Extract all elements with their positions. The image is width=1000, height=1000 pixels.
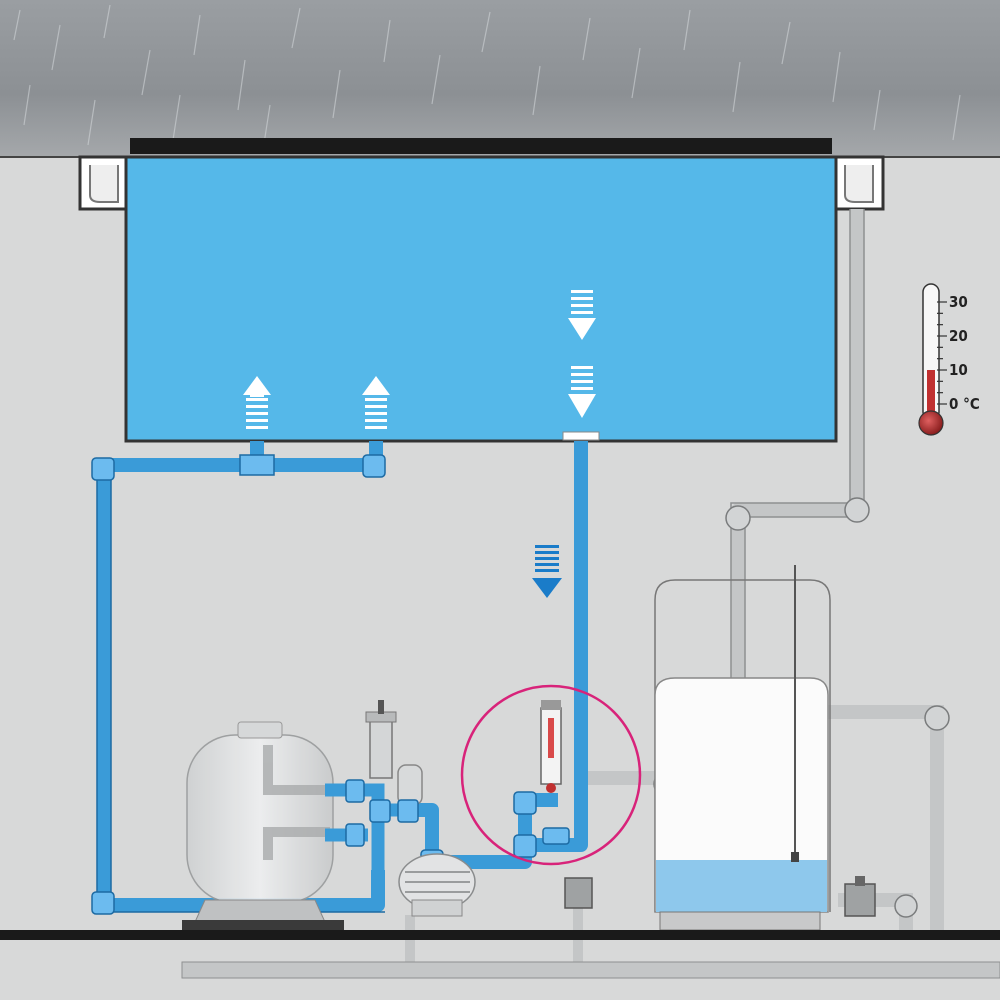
tank-water (656, 860, 827, 912)
pool-cover (130, 138, 832, 154)
filter-base-slab (182, 920, 344, 930)
thermometer-icon: 30 20 10 0 °C (918, 283, 980, 436)
flow-arrow-icon (532, 545, 562, 598)
floor-pipe (181, 961, 1000, 979)
night-sky (0, 0, 1000, 157)
balance-tank (654, 565, 831, 931)
thermometer-label: 30 (949, 293, 968, 311)
flow-arrow-icon (243, 376, 271, 429)
flow-arrow-icon (568, 366, 596, 418)
flow-arrow-icon (568, 290, 596, 340)
skimmer-left (78, 155, 130, 211)
multiport-valve (365, 700, 423, 806)
pipe-fittings (725, 497, 870, 531)
thermometer-label: 20 (949, 327, 968, 345)
tank-valve (844, 876, 876, 917)
drain-valve (564, 877, 593, 909)
pool-basin (124, 155, 838, 443)
basement-floor-slab (0, 930, 1000, 940)
main-drain (562, 431, 600, 441)
thermometer-label: 10 (949, 361, 968, 379)
skimmer-right (833, 155, 885, 211)
sand-filter (182, 721, 344, 930)
return-fittings (91, 454, 386, 915)
circulation-pump (398, 853, 476, 917)
rain-streaks (13, 4, 961, 151)
flow-arrow-icon (362, 376, 390, 429)
thermometer-mercury (927, 370, 935, 420)
overflow-pipe (731, 209, 864, 680)
flow-meter (540, 700, 562, 793)
flowmeter-highlight-ring (460, 684, 642, 866)
thermometer-label: 0 °C (949, 395, 980, 413)
